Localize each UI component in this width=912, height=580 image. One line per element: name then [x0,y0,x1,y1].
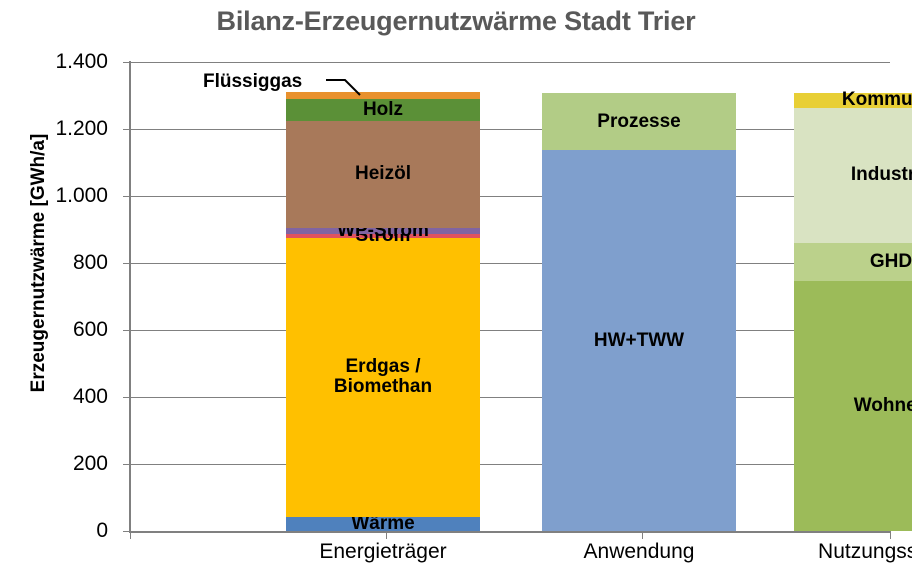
gridline-0 [130,531,890,532]
x-category-label-0: Energieträger [319,540,447,563]
gridline-600 [130,330,890,331]
y-tick-mark-200 [123,464,130,465]
y-axis-line [129,61,131,532]
y-axis-tick-labels: 0 200 400 600 800 1.000 1.200 1.400 [0,50,122,542]
y-tick-mark-600 [123,330,130,331]
y-tick-label: 400 [72,385,108,408]
y-tick-label: 800 [72,251,108,274]
bar-segment[interactable]: Industrie [794,107,912,243]
x-tick-mark-3 [890,531,891,539]
x-category-label-2: Nutzungssektor [818,540,912,563]
x-tick-mark-1 [386,531,387,539]
gridline-800 [130,263,890,264]
y-tick-label: 0 [96,519,108,542]
bar-column-2[interactable]: WohnenGHDIndustrieKommunal [794,62,912,531]
y-tick-label: 1.200 [55,117,108,140]
y-tick-mark-800 [123,263,130,264]
gridline-200 [130,464,890,465]
y-tick-mark-400 [123,397,130,398]
x-category-label-1: Anwendung [583,540,695,563]
x-axis-category-labels: Energieträger Anwendung Nutzungssektor [130,540,912,576]
gridline-400 [130,397,890,398]
y-tick-label: 1.400 [55,50,108,73]
gridline-1400 [130,62,890,63]
y-tick-mark-0 [123,531,130,532]
fluessiggas-callout-label: Flüssiggas [203,71,303,92]
x-tick-mark-2 [642,531,643,539]
y-tick-mark-1400 [123,62,130,63]
y-tick-mark-1200 [123,129,130,130]
chart-title: Bilanz-Erzeugernutzwärme Stadt Trier [216,6,696,36]
x-tick-mark-0 [130,531,131,539]
y-tick-label: 200 [72,452,108,475]
gridline-1000 [130,196,890,197]
y-tick-label: 1.000 [55,184,108,207]
y-tick-mark-1000 [123,196,130,197]
gridline-1200 [130,129,890,130]
bar-segment[interactable] [286,92,480,99]
y-tick-label: 600 [72,318,108,341]
x-axis-line [129,531,890,533]
